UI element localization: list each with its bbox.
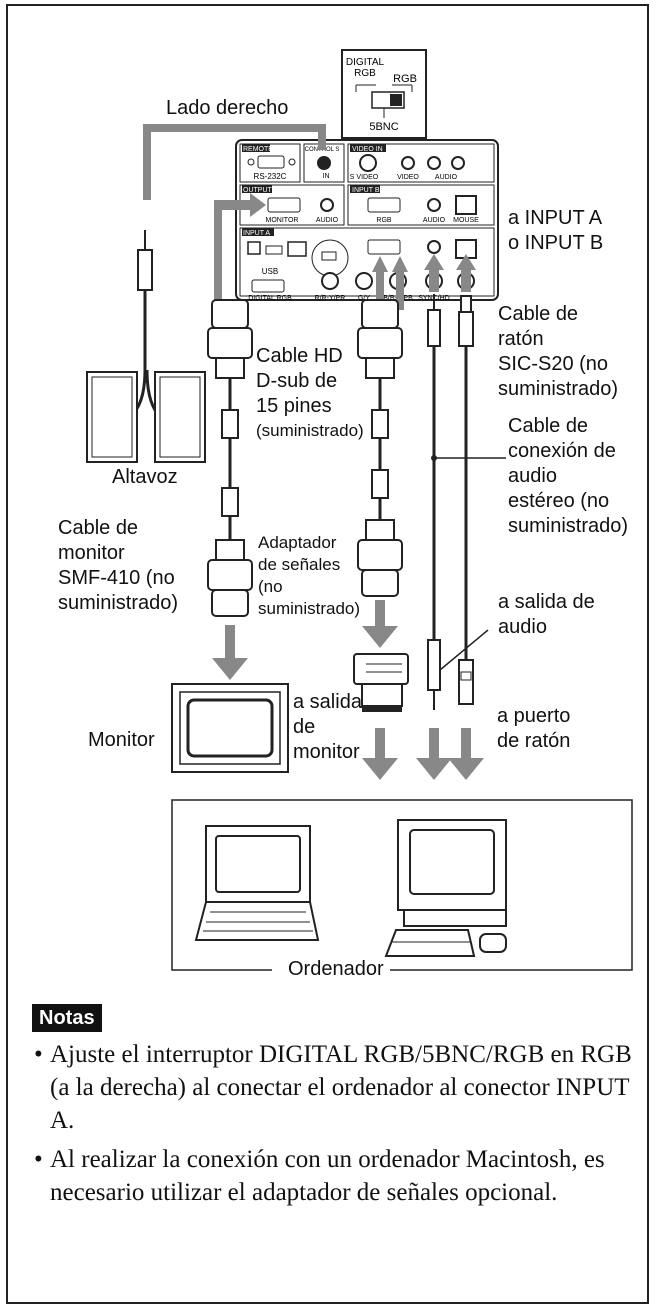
mouse-cable	[458, 295, 474, 705]
switch-label-bottom: 5BNC	[369, 121, 398, 133]
monitor-out-label: a salida de monitor	[293, 691, 362, 763]
svg-text:MONITOR: MONITOR	[266, 217, 299, 224]
audio-cable-label: Cable de conexión de audio estéreo (no s…	[508, 415, 629, 537]
note-item: Al realizar la conexión con un ordenador…	[34, 1143, 634, 1209]
notes-title: Notas	[32, 1004, 102, 1032]
computer-label: Ordenador	[282, 957, 390, 982]
svg-text:R/R-Y/PR: R/R-Y/PR	[315, 295, 346, 302]
svg-text:IN: IN	[323, 173, 330, 180]
svg-text:VIDEO IN: VIDEO IN	[352, 146, 383, 153]
adapter-label: Adaptador de señales (no suministrado)	[258, 533, 361, 618]
monitor-label: Monitor	[88, 729, 155, 751]
svg-text:RGB: RGB	[376, 217, 392, 224]
svg-text:AUDIO: AUDIO	[316, 217, 339, 224]
note-item: Ajuste el interruptor DIGITAL RGB/5BNC/R…	[34, 1038, 634, 1137]
monitor-device	[171, 683, 289, 773]
to-input-label: a INPUT A o INPUT B	[508, 207, 604, 254]
hd-cable-label: Cable HD D-sub de 15 pines	[256, 345, 343, 417]
svg-text:OUTPUT: OUTPUT	[243, 187, 273, 194]
svg-text:AUDIO: AUDIO	[435, 174, 458, 181]
svg-text:RS-232C: RS-232C	[254, 172, 287, 181]
computer-group	[171, 799, 633, 971]
audio-out-label: a salida de audio	[498, 591, 595, 638]
svg-text:INPUT A: INPUT A	[243, 230, 270, 237]
switch-label-right: RGB	[393, 73, 417, 85]
svg-text:VIDEO: VIDEO	[397, 174, 419, 181]
audio-cable	[427, 294, 441, 710]
monitor-cable	[207, 299, 253, 617]
side-label: Lado derecho	[166, 97, 289, 119]
monitor-cable-label: Cable de monitor SMF-410 (no suministrad…	[58, 517, 179, 614]
down-arrows	[212, 600, 484, 780]
signal-adapter	[353, 653, 409, 712]
svg-text:S VIDEO: S VIDEO	[350, 174, 379, 181]
mouse-port-label: a puerto de ratón	[497, 705, 571, 752]
connection-arrows	[143, 124, 476, 310]
svg-text:MOUSE: MOUSE	[453, 217, 479, 224]
leader-lines	[436, 457, 506, 671]
svg-text:INPUT B: INPUT B	[352, 187, 380, 194]
svg-text:G/Y: G/Y	[358, 295, 370, 302]
speaker-label: Altavoz	[112, 466, 178, 488]
svg-text:AUDIO: AUDIO	[423, 217, 446, 224]
page-frame	[6, 4, 649, 1304]
projector-panel: REMOTE RS-232C CONTROL S IN VIDEO IN S V…	[235, 139, 499, 302]
speakers	[86, 230, 206, 463]
notes-list: Ajuste el interruptor DIGITAL RGB/5BNC/R…	[34, 1038, 634, 1215]
svg-text:REMOTE: REMOTE	[243, 146, 273, 153]
svg-text:USB: USB	[262, 267, 278, 276]
hd-cable-supplied-label: (suministrado)	[256, 421, 364, 440]
hd-d-sub-cable	[357, 299, 403, 597]
svg-text:DIGITAL RGB: DIGITAL RGB	[248, 295, 292, 302]
mouse-cable-label: Cable de ratón SIC-S20 (no suministrado)	[498, 303, 619, 400]
